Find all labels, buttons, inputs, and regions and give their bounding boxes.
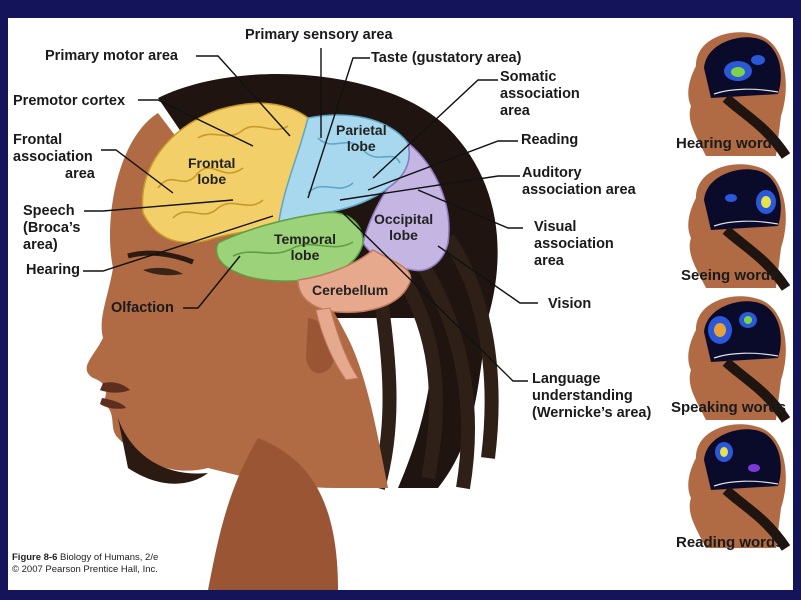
temporal-lobe-shape xyxy=(215,211,364,282)
neck xyxy=(208,438,338,590)
scan-caption-speaking: Speaking words xyxy=(671,399,787,416)
credit-copyright: © 2007 Pearson Prentice Hall, Inc. xyxy=(12,564,158,575)
label-vision: Vision xyxy=(548,296,592,312)
scan-caption-hearing: Hearing words xyxy=(676,135,781,152)
scan-caption-reading: Reading words xyxy=(676,534,784,551)
parietal-lobe-shape xyxy=(277,114,410,230)
parietal-gyri xyxy=(307,137,401,194)
beard xyxy=(118,418,208,484)
lips xyxy=(100,382,130,409)
brain-stem xyxy=(315,307,359,381)
scan-speaking xyxy=(688,296,791,423)
scan-reading xyxy=(688,424,791,551)
label-premotor-cortex: Premotor cortex xyxy=(13,93,126,109)
temporal-gyri xyxy=(232,241,354,257)
lobe-label-cerebellum: Cerebellum xyxy=(312,282,389,298)
label-reading: Reading xyxy=(521,132,579,148)
label-hearing: Hearing xyxy=(26,262,80,278)
label-somatic-association: Somatic association area xyxy=(500,69,580,119)
frontal-gyri xyxy=(157,125,289,219)
label-primary-sensory-area: Primary sensory area xyxy=(245,27,393,43)
credit-book: Biology of Humans, 2/e xyxy=(60,552,159,563)
label-visual-association: Visual association area xyxy=(534,219,614,269)
scan-heads xyxy=(688,32,791,551)
label-olfaction: Olfaction xyxy=(111,300,174,316)
scan-seeing xyxy=(688,164,791,291)
label-auditory-association: Auditory association area xyxy=(522,165,636,198)
figure-panel: Primary sensory area Primary motor area … xyxy=(8,18,793,590)
scan-caption-seeing: Seeing words xyxy=(681,267,779,284)
label-frontal-association: Frontal association area xyxy=(13,132,95,182)
eye xyxy=(143,267,183,276)
label-language-understanding: Language understanding (Wernicke’s area) xyxy=(532,371,652,421)
label-speech: Speech (Broca’s area) xyxy=(23,203,81,253)
figure-credit: Figure 8-6 Biology of Humans, 2/e © 2007… xyxy=(12,552,158,576)
credit-figure: Figure 8-6 xyxy=(12,552,58,563)
label-taste: Taste (gustatory area) xyxy=(371,50,522,66)
main-illustration xyxy=(83,32,791,590)
scan-hearing xyxy=(688,32,791,159)
dreadlocks xyxy=(371,234,499,490)
label-primary-motor-area: Primary motor area xyxy=(45,48,178,64)
eyebrow xyxy=(127,250,194,265)
leader-lines xyxy=(83,48,538,382)
